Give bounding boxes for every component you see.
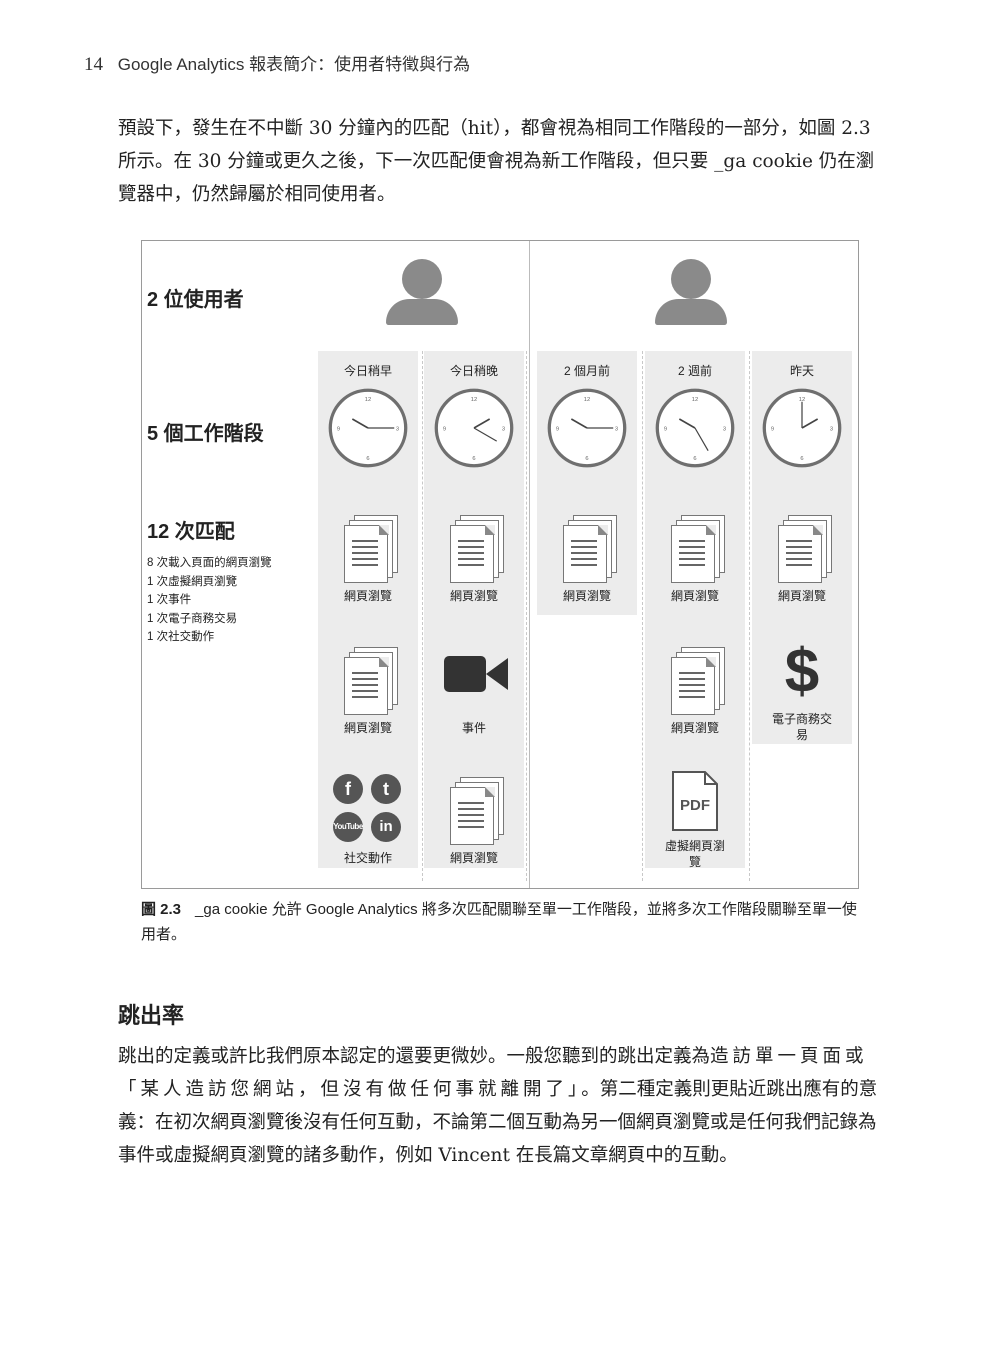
- user-divider: [529, 241, 530, 888]
- svg-text:3: 3: [615, 426, 618, 432]
- pageview-icon: [671, 647, 725, 715]
- column-divider: [749, 351, 750, 881]
- hit-breakdown-item: 1 次電子商務交易: [147, 612, 238, 625]
- hit-label: 網頁瀏覽: [343, 589, 392, 603]
- facebook-icon: f: [333, 774, 363, 804]
- pageview-icon: [344, 647, 398, 715]
- section-heading: 跳出率: [118, 1003, 185, 1028]
- session-label: 2 週前: [677, 364, 712, 378]
- hit-label: 網頁瀏覽: [449, 851, 498, 865]
- figure-caption: 圖 2.3_ga cookie 允許 Google Analytics 將多次匹…: [141, 897, 871, 947]
- hit-label: 電子商務交易: [771, 712, 832, 742]
- session-column: 2 週前 12 3 6 9 網頁瀏覽 網頁瀏覽 PDF 虛擬網頁瀏覽: [645, 351, 745, 869]
- session-label: 今日稍晚: [449, 364, 498, 378]
- clock-icon: 12 3 6 9: [655, 388, 735, 468]
- hit-breakdown-item: 8 次載入頁面的網頁瀏覽: [147, 557, 272, 569]
- clock-icon: 12 3 6 9: [328, 388, 408, 468]
- svg-text:12: 12: [799, 397, 805, 403]
- svg-text:3: 3: [396, 426, 399, 432]
- svg-text:9: 9: [771, 426, 774, 432]
- hit-label: 網頁瀏覽: [670, 721, 719, 735]
- caption-label: 圖 2.3: [141, 901, 182, 918]
- clock-icon: 12 3 6 9: [762, 388, 842, 468]
- page-number: 14: [84, 54, 103, 75]
- svg-text:6: 6: [800, 456, 803, 462]
- svg-text:6: 6: [472, 456, 475, 462]
- sessions-label: 5 個工作階段: [147, 423, 264, 445]
- column-divider: [526, 351, 527, 881]
- session-column: 今日稍早 12 3 6 9 網頁瀏覽 網頁瀏覽 f t YouTube in 社…: [318, 351, 418, 868]
- twitter-icon: t: [371, 774, 401, 804]
- session-label: 2 個月前: [563, 364, 610, 378]
- clock-icon: 12 3 6 9: [434, 388, 514, 468]
- intro-paragraph: 預設下，發生在不中斷 30 分鐘內的匹配（hit），都會視為相同工作階段的一部分…: [118, 118, 875, 205]
- svg-text:3: 3: [502, 426, 505, 432]
- caption-text: _ga cookie 允許 Google Analytics 將多次匹配關聯至單…: [141, 901, 857, 943]
- running-head-title: Google Analytics 報表簡介：使用者特徵與行為: [117, 55, 471, 74]
- dollar-icon: $: [784, 637, 820, 706]
- hit-label: 網頁瀏覽: [670, 589, 719, 603]
- emphasis-text: 造訪單一頁面或「某人造訪您網站，但沒有做任何事就離開了」: [118, 1046, 868, 1100]
- hit-breakdown-item: 1 次事件: [147, 594, 192, 606]
- pageview-icon: [563, 515, 617, 583]
- hit-label: 社交動作: [343, 851, 392, 865]
- svg-text:12: 12: [692, 397, 698, 403]
- svg-text:12: 12: [584, 397, 590, 403]
- svg-text:12: 12: [365, 397, 371, 403]
- hit-breakdown-item: 1 次社交動作: [147, 631, 215, 643]
- session-column: 今日稍晚 12 3 6 9 網頁瀏覽 事件 網頁瀏覽: [424, 351, 524, 868]
- session-label: 昨天: [789, 364, 814, 378]
- hit-label: 網頁瀏覽: [449, 589, 498, 603]
- pageview-icon: [671, 515, 725, 583]
- svg-text:6: 6: [585, 456, 588, 462]
- svg-text:3: 3: [723, 426, 726, 432]
- svg-text:9: 9: [664, 426, 667, 432]
- column-divider: [642, 351, 643, 881]
- running-head: 14 Google Analytics 報表簡介：使用者特徵與行為: [84, 50, 470, 76]
- svg-text:12: 12: [471, 397, 477, 403]
- svg-text:9: 9: [556, 426, 559, 432]
- hit-label: 事件: [461, 721, 486, 735]
- svg-text:6: 6: [366, 456, 369, 462]
- video-camera-icon: [444, 656, 508, 692]
- hit-label: 虛擬網頁瀏覽: [664, 839, 725, 869]
- hit-label: 網頁瀏覽: [562, 589, 611, 603]
- pageview-icon: [450, 777, 504, 845]
- svg-text:6: 6: [693, 456, 696, 462]
- figure-2-3: 2 位使用者 5 個工作階段 12 次匹配 8 次載入頁面的網頁瀏覽 1 次虛擬…: [141, 240, 859, 889]
- column-divider: [422, 351, 423, 881]
- pageview-icon: [778, 515, 832, 583]
- hit-label: 網頁瀏覽: [777, 589, 826, 603]
- hit-breakdown-list: 8 次載入頁面的網頁瀏覽 1 次虛擬網頁瀏覽 1 次事件 1 次電子商務交易 1…: [147, 554, 272, 647]
- pageview-icon: [344, 515, 398, 583]
- svg-text:9: 9: [443, 426, 446, 432]
- linkedin-icon: in: [371, 812, 401, 842]
- session-column: 昨天 12 3 6 9 網頁瀏覽 $ 電子商務交易: [752, 351, 852, 744]
- svg-text:3: 3: [830, 426, 833, 432]
- hit-label: 網頁瀏覽: [343, 721, 392, 735]
- svg-text:9: 9: [337, 426, 340, 432]
- user-icon: [655, 259, 727, 327]
- pdf-icon: PDF: [672, 771, 718, 831]
- hit-breakdown-item: 1 次虛擬網頁瀏覽: [147, 575, 238, 588]
- session-label: 今日稍早: [343, 364, 392, 378]
- pageview-icon: [450, 515, 504, 583]
- svg-text:PDF: PDF: [680, 797, 710, 814]
- section-paragraph: 跳出的定義或許比我們原本認定的還要更微妙。一般您聽到的跳出定義為造訪單一頁面或「…: [118, 1046, 878, 1166]
- users-label: 2 位使用者: [147, 289, 244, 311]
- user-icon: [386, 259, 458, 327]
- youtube-icon: YouTube: [333, 812, 363, 842]
- clock-icon: 12 3 6 9: [547, 388, 627, 468]
- hits-label: 12 次匹配: [147, 521, 235, 543]
- session-column: 2 個月前 12 3 6 9 網頁瀏覽: [537, 351, 637, 615]
